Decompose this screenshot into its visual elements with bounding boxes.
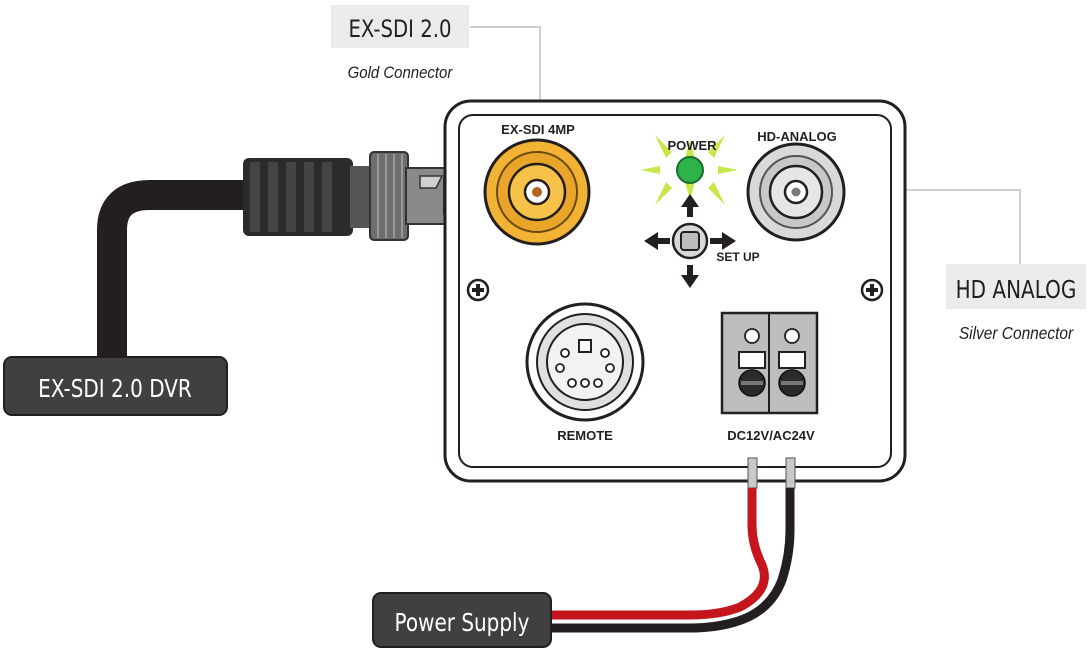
power-led (676, 156, 704, 184)
hdanalog-callout-box (946, 264, 1086, 309)
arrow-left-icon (644, 232, 670, 250)
arrow-right-icon (710, 232, 736, 250)
dvr-label-box (3, 356, 228, 416)
remote-label: REMOTE (557, 428, 613, 443)
wire-tip-red (747, 457, 758, 489)
power-terminal-label: DC12V/AC24V (727, 428, 815, 443)
wire-tip-black (785, 457, 796, 489)
hdanalog-silver-connector[interactable] (746, 142, 846, 242)
setup-label: SET UP (716, 250, 759, 264)
power-supply-label: Power Supply (395, 609, 530, 638)
exsdi-gold-connector[interactable] (483, 138, 591, 246)
screw-left-icon (466, 278, 490, 302)
exsdi-port-label: EX-SDI 4MP (501, 122, 575, 137)
exsdi-callout-box (331, 5, 469, 48)
exsdi-leader-line (470, 26, 541, 122)
wire-red (545, 488, 769, 620)
dvr-label: EX-SDI 2.0 DVR (38, 375, 192, 404)
hdanalog-callout-title: HD ANALOG (956, 276, 1077, 305)
arrow-down-icon (681, 265, 699, 288)
wire-black (545, 488, 795, 633)
bnc-plug (243, 151, 457, 241)
power-supply-label-box (372, 592, 552, 648)
remote-connector[interactable] (525, 302, 645, 422)
exsdi-callout-title: EX-SDI 2.0 (348, 16, 451, 43)
dvr-cable (97, 180, 250, 360)
hdanalog-callout-subtitle: Silver Connector (959, 323, 1075, 343)
power-led-glow (640, 135, 738, 205)
hdanalog-port-label: HD-ANALOG (757, 129, 836, 144)
arrow-up-icon (681, 194, 699, 217)
exsdi-callout-subtitle: Gold Connector (348, 64, 453, 82)
setup-joystick[interactable] (671, 222, 709, 260)
screw-right-icon (860, 278, 884, 302)
power-terminal-block[interactable] (720, 311, 819, 415)
power-led-label: POWER (667, 138, 717, 153)
